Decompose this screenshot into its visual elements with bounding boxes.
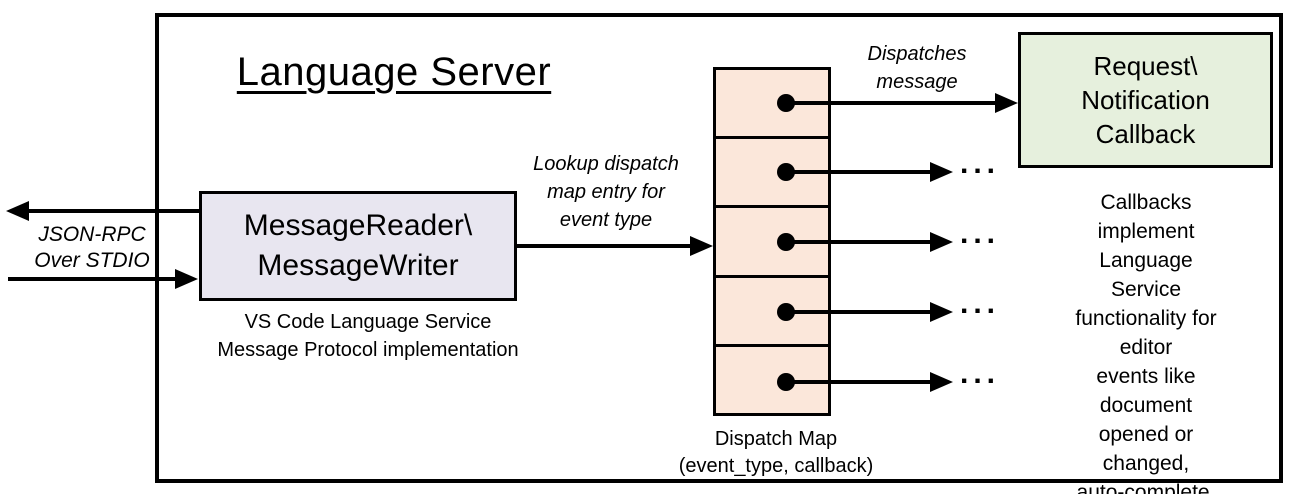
json-rpc-stdio-label: JSON-RPC Over STDIO: [34, 223, 150, 272]
ellipsis-more-callbacks: ...: [960, 357, 1001, 390]
lookup-dispatch-label: Lookup dispatch map entry for event type: [533, 153, 679, 231]
reader-box-caption: VS Code Language Service Message Protoco…: [217, 311, 519, 361]
message-reader-writer-box: MessageReader\ MessageWriter: [199, 191, 517, 301]
dispatch-map-cell: [716, 278, 828, 347]
diagram-title: Language Server: [236, 50, 552, 94]
dispatch-map-cell: [716, 139, 828, 209]
dispatch-map-caption: Dispatch Map (event_type, callback): [678, 428, 874, 477]
request-notification-callback-box: Request\ Notification Callback: [1018, 32, 1273, 168]
dispatch-map-cell: [716, 70, 828, 140]
language-server-boundary-box: [155, 13, 1283, 483]
dispatch-map-cell: [716, 208, 828, 278]
callback-box-label: Request\ Notification Callback: [1081, 51, 1210, 149]
dispatches-message-label: Dispatches message: [867, 43, 967, 93]
ellipsis-more-callbacks: ...: [960, 147, 1001, 180]
dispatch-map-cell: [716, 347, 828, 413]
ellipsis-more-callbacks: ...: [960, 217, 1001, 250]
message-reader-writer-label: MessageReader\ MessageWriter: [243, 209, 473, 282]
callback-box-caption: Callbacks implement Language Service fun…: [1075, 191, 1217, 494]
dispatch-map: [713, 67, 831, 416]
ellipsis-more-callbacks: ...: [960, 287, 1001, 320]
